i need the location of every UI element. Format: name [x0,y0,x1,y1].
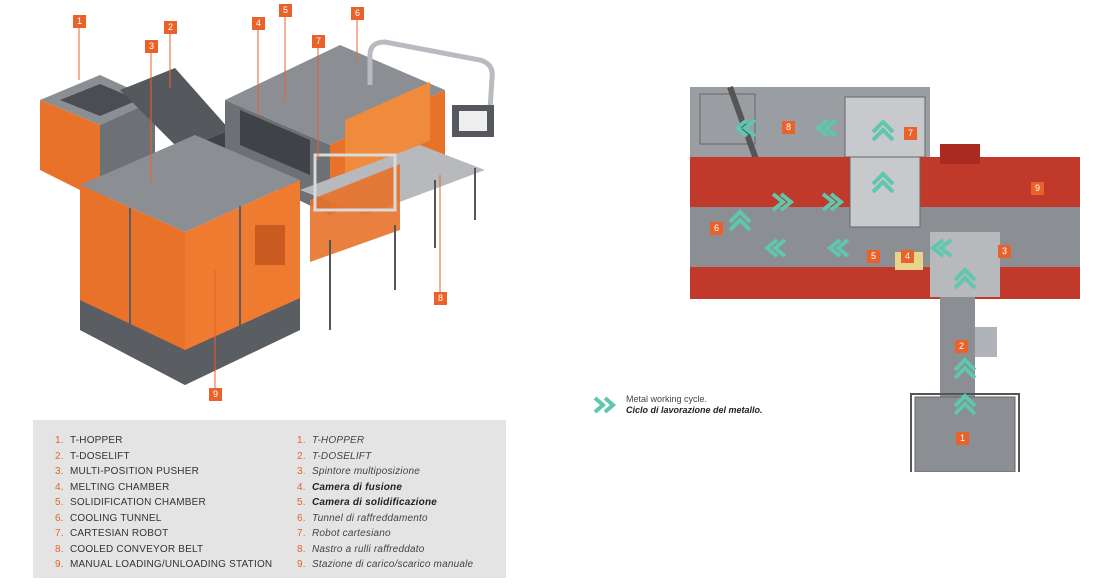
legend-italian-list: 1.T-HOPPER 2.T-DOSELIFT 3.Spintore multi… [297,433,473,573]
legend-item: 4.MELTING CHAMBER [55,481,170,493]
badge-plan-1: 1 [956,432,969,445]
badge-3d-5: 5 [279,4,292,17]
loading-station-unit [80,135,300,385]
legend-item: 8.COOLED CONVEYOR BELT [55,543,204,555]
legend-item: 7.CARTESIAN ROBOT [55,528,169,539]
double-chevron-icon [592,396,618,416]
legend-item: 4.Camera di fusione [297,481,403,493]
badge-plan-2: 2 [955,340,968,353]
conveyor-robot-unit [300,105,494,330]
cycle-legend-text: Metal working cycle. Ciclo di lavorazion… [626,394,763,416]
badge-plan-6: 6 [710,222,723,235]
legend-item: 2.T-DOSELIFT [55,450,130,462]
badge-3d-2: 2 [164,21,177,34]
legend-item: 8.Nastro a rulli raffreddato [297,543,425,555]
legend-item: 2.T-DOSELIFT [297,450,372,462]
badge-3d-6: 6 [351,7,364,20]
legend-item: 9.Stazione di carico/scarico manuale [297,559,474,570]
badge-3d-3: 3 [145,40,158,53]
legend-item: 9.MANUAL LOADING/UNLOADING STATION [55,559,273,570]
legend-item: 7.Robot cartesiano [297,528,391,539]
badge-plan-8: 8 [782,121,795,134]
legend-item: 6.Tunnel di raffreddamento [297,512,428,524]
legend-item: 6.COOLING TUNNEL [55,512,162,524]
legend-item: 1.T-HOPPER [297,435,365,446]
cycle-legend: Metal working cycle. Ciclo di lavorazion… [592,394,763,416]
legend-item: 5.SOLIDIFICATION CHAMBER [55,497,206,508]
melting-chamber-unit [225,100,330,215]
legend-english-list: 1.T-HOPPER 2.T-DOSELIFT 3.MULTI-POSITION… [55,433,272,573]
badge-3d-9: 9 [209,388,222,401]
badge-3d-4: 4 [252,17,265,30]
badge-3d-8: 8 [434,292,447,305]
legend-item: 3.Spintore multiposizione [297,466,420,477]
badge-3d-1: 1 [73,15,86,28]
cycle-label-en: Metal working cycle. [626,394,708,404]
machine-3d-illustration [40,17,495,388]
legend-item: 3.MULTI-POSITION PUSHER [55,466,200,477]
badge-plan-4: 4 [901,250,914,263]
legend-item: 5.Camera di solidificazione [297,497,438,508]
cycle-label-it: Ciclo di lavorazione del metallo. [626,405,763,415]
badge-3d-7: 7 [312,35,325,48]
legend-item: 1.T-HOPPER [55,435,123,446]
badge-plan-9: 9 [1031,182,1044,195]
badge-plan-3: 3 [998,245,1011,258]
badge-plan-5: 5 [867,250,880,263]
component-legend: 1.T-HOPPER 2.T-DOSELIFT 3.MULTI-POSITION… [33,420,506,578]
badge-plan-7: 7 [904,127,917,140]
